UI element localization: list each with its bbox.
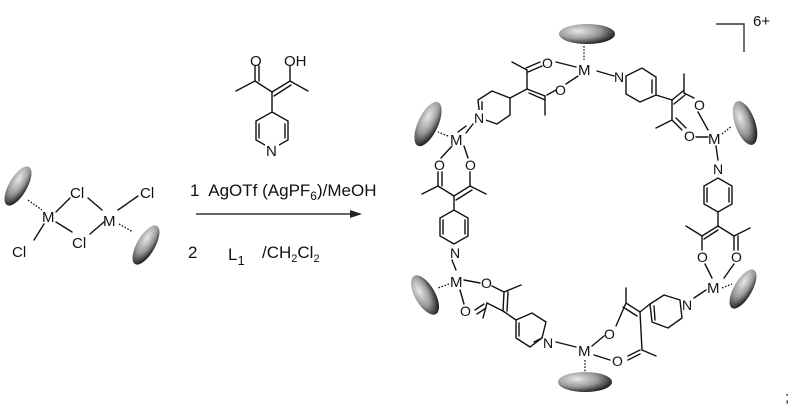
nitrogen-label: N [614, 69, 624, 85]
arene-ligand-icon [4, 166, 32, 206]
chloride-label: Cl [70, 185, 84, 202]
arrow-head-icon [350, 210, 362, 218]
pyridine-nitrogen: N [266, 143, 277, 160]
metal-center: M [450, 132, 463, 149]
arene-ligand-icon [729, 269, 757, 309]
oxygen-label: O [612, 353, 623, 369]
condition-step-1: 1 AgOTf (AgPF6)/MeOH [190, 181, 376, 203]
arene-ligand-icon [559, 24, 615, 44]
metal-center: M [708, 131, 721, 148]
carbonyl-oxygen: O [250, 53, 262, 70]
arene-ligand-icon [558, 372, 612, 392]
enol-hydroxyl: OH [284, 53, 307, 70]
nitrogen-label: N [474, 110, 484, 126]
arene-ligand-icon [414, 101, 442, 147]
oxygen-label: O [697, 249, 708, 265]
metal-label: M [103, 213, 116, 230]
arene-ligand-icon [132, 225, 160, 265]
nitrogen-label: N [450, 245, 460, 261]
chloride-label: Cl [12, 244, 26, 261]
metal-center: M [450, 274, 463, 291]
nitrogen-label: N [543, 335, 553, 351]
chloride-label: Cl [72, 235, 86, 252]
condition-step-2-ligand: L1 [228, 245, 245, 268]
chloride-label: Cl [140, 185, 154, 202]
charge-bracket [716, 23, 745, 52]
ligand-L1: O OH N [235, 53, 309, 160]
reactant-dimer: M Cl Cl Cl M Cl [4, 166, 160, 265]
oxygen-label: O [465, 157, 476, 173]
nitrogen-label: N [682, 297, 692, 313]
nitrogen-label: N [713, 161, 723, 177]
metal-label: M [42, 209, 55, 226]
oxygen-label: O [481, 275, 492, 291]
arene-ligand-icon [411, 275, 439, 315]
charge-label: 6+ [753, 13, 770, 30]
metal-center: M [578, 62, 591, 79]
oxygen-label: O [604, 326, 615, 342]
product-macrocycle: 6+ M O O N N O [411, 13, 789, 406]
terminator: ; [785, 389, 789, 406]
oxygen-label: O [694, 97, 705, 113]
oxygen-label: O [460, 303, 471, 319]
reaction-conditions: 1 AgOTf (AgPF6)/MeOH 2 L1 /CH2Cl2 [188, 181, 376, 268]
oxygen-label: O [684, 128, 695, 144]
arene-ligand-icon [732, 101, 758, 145]
oxygen-label: O [731, 249, 742, 265]
metal-center: M [707, 280, 720, 297]
oxygen-label: O [434, 157, 445, 173]
oxygen-label: O [555, 82, 566, 98]
metal-center: M [578, 343, 591, 360]
condition-step-2-number: 2 [188, 243, 197, 262]
oxygen-label: O [542, 55, 553, 71]
condition-step-2-solvent: /CH2Cl2 [262, 243, 320, 265]
